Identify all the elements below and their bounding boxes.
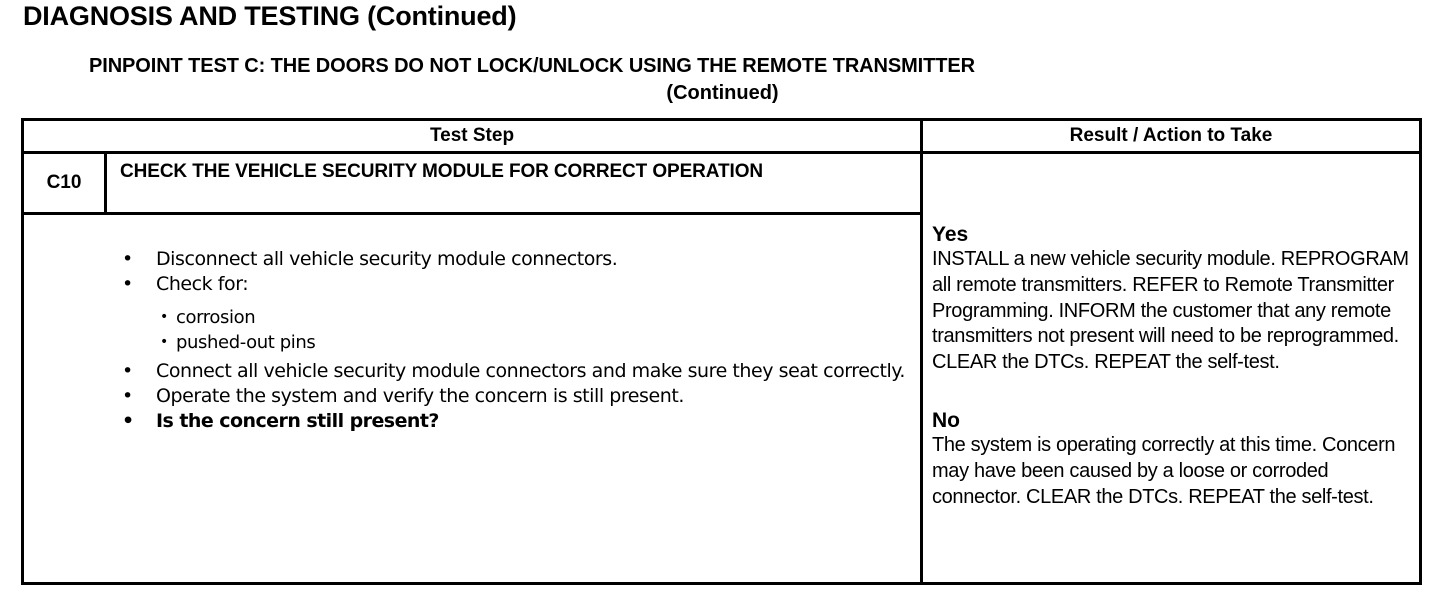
list-item-label: Is the concern still present? [156, 410, 439, 432]
pinpoint-test-table: Test Step Result / Action to Take C10 CH… [21, 118, 1422, 585]
list-item-label: Disconnect all vehicle security module c… [156, 248, 618, 270]
bullet-icon: • [160, 334, 168, 350]
result-no-label: No [932, 408, 960, 432]
list-item-question: • Is the concern still present? [24, 409, 920, 434]
result-no-block: No The system is operating correctly at … [932, 409, 1413, 510]
result-yes-block: Yes INSTALL a new vehicle security modul… [932, 223, 1413, 376]
result-yes-text: INSTALL a new vehicle security module. R… [932, 248, 1409, 374]
bullet-icon: • [122, 360, 133, 382]
column-header-test-step: Test Step [429, 125, 515, 146]
list-item-label: Connect all vehicle security module conn… [156, 360, 905, 382]
list-item-label: pushed-out pins [176, 332, 316, 353]
step-title-cell: CHECK THE VEHICLE SECURITY MODULE FOR CO… [120, 161, 763, 182]
step-title-underline [24, 212, 920, 215]
result-no-text: The system is operating correctly at thi… [932, 433, 1396, 508]
bullet-icon: • [160, 309, 168, 325]
step-bullet-list: • Disconnect all vehicle security module… [24, 247, 920, 297]
list-item: • Check for: [24, 272, 920, 297]
column-header-result-action: Result / Action to Take [1069, 125, 1273, 146]
bullet-icon: • [122, 248, 133, 270]
step-sub-bullet-list: • corrosion • pushed-out pins [24, 305, 920, 355]
table-row: C10 CHECK THE VEHICLE SECURITY MODULE FO… [24, 154, 920, 582]
list-item-label: Operate the system and verify the concer… [156, 385, 684, 407]
step-bullet-list-continued: • Connect all vehicle security module co… [24, 359, 920, 434]
bullet-icon: • [122, 410, 134, 432]
bullet-icon: • [122, 385, 133, 407]
list-item: • pushed-out pins [24, 330, 920, 355]
table-header-row: Test Step Result / Action to Take [24, 121, 1419, 154]
list-item: • corrosion [24, 305, 920, 330]
bullet-icon: • [122, 273, 133, 295]
list-item: • Disconnect all vehicle security module… [24, 247, 920, 272]
result-action-cell: Yes INSTALL a new vehicle security modul… [923, 154, 1419, 582]
result-yes-label: Yes [932, 223, 969, 246]
column-divider [920, 121, 923, 582]
pinpoint-test-continued-label: (Continued) [666, 82, 779, 104]
step-id-cell: C10 [24, 154, 107, 212]
page-title: DIAGNOSIS AND TESTING (Continued) [23, 1, 517, 31]
list-item: • Operate the system and verify the conc… [24, 384, 920, 409]
step-body: • Disconnect all vehicle security module… [24, 215, 920, 434]
pinpoint-test-title: PINPOINT TEST C: THE DOORS DO NOT LOCK/U… [89, 55, 975, 77]
list-item-label: corrosion [176, 307, 256, 328]
list-item-label: Check for: [156, 273, 249, 295]
list-item: • Connect all vehicle security module co… [24, 359, 920, 384]
